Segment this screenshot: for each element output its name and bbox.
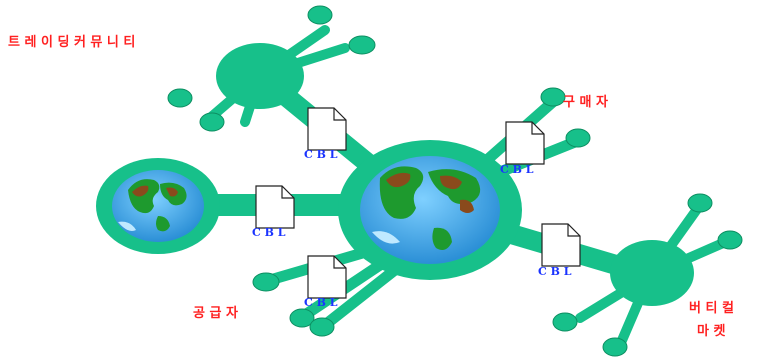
document-4-label: C B L <box>538 265 572 278</box>
central-globe <box>338 140 522 280</box>
spoke-ends <box>167 5 743 357</box>
vertical-market-label-line1: 버 티 컬 <box>689 300 734 316</box>
document-4: C B L <box>538 223 581 278</box>
trading-community-node <box>216 43 304 109</box>
buyer-label: 구 매 자 <box>563 95 608 110</box>
vertical-market-node <box>610 240 694 306</box>
document-2-label: C B L <box>252 226 286 239</box>
document-3-label: C B L <box>500 163 534 176</box>
trading-community-label: 트 레 이 딩 커 뮤 니 티 <box>8 34 135 50</box>
document-2: C B L <box>252 185 295 239</box>
document-3: C B L <box>500 121 545 176</box>
document-5-label: C B L <box>304 296 338 309</box>
supplier-label: 공 급 자 <box>193 306 238 321</box>
left-globe <box>96 158 220 254</box>
document-1: C B L <box>304 107 347 161</box>
vertical-market-label-line2: 마 켓 <box>697 323 725 339</box>
document-5: C B L <box>304 255 347 309</box>
document-1-label: C B L <box>304 148 338 161</box>
